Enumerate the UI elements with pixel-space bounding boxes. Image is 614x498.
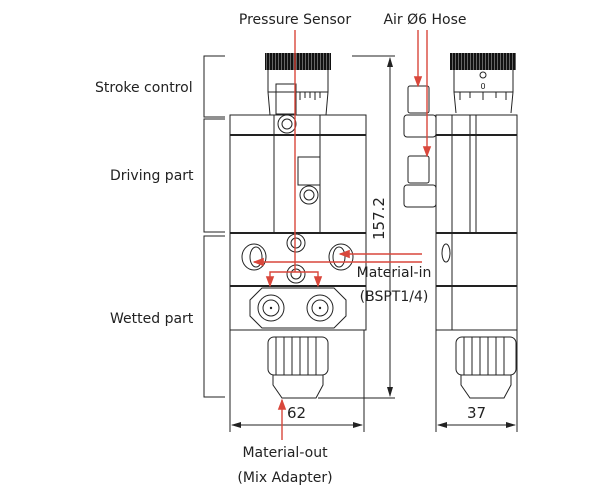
side-view: 0: [403, 53, 518, 399]
air-fittings: [403, 85, 437, 208]
dial-zero: 0: [480, 82, 485, 91]
section-brackets: [203, 55, 225, 398]
label-material-out-spec: (Mix Adapter): [237, 470, 332, 486]
label-stroke-control: Stroke control: [95, 80, 193, 96]
dimension-height: 157.2: [370, 197, 388, 240]
label-material-in-spec: (BSPT1/4): [360, 289, 429, 305]
label-material-out: Material-out: [242, 445, 328, 461]
dimension-side-width: 37: [467, 404, 486, 422]
dimension-lines: [229, 55, 518, 432]
label-driving-part: Driving part: [110, 168, 194, 184]
label-material-in: Material-in: [357, 265, 432, 281]
side-stroke-knob: [450, 53, 516, 70]
dimension-front-width: 62: [287, 404, 306, 422]
stroke-knob: [265, 53, 331, 70]
label-wetted-part: Wetted part: [110, 311, 194, 327]
front-view: [229, 53, 367, 399]
label-air-hose: Air Ø6 Hose: [383, 12, 466, 28]
callout-lines: [252, 30, 432, 440]
label-pressure-sensor: Pressure Sensor: [239, 12, 351, 28]
